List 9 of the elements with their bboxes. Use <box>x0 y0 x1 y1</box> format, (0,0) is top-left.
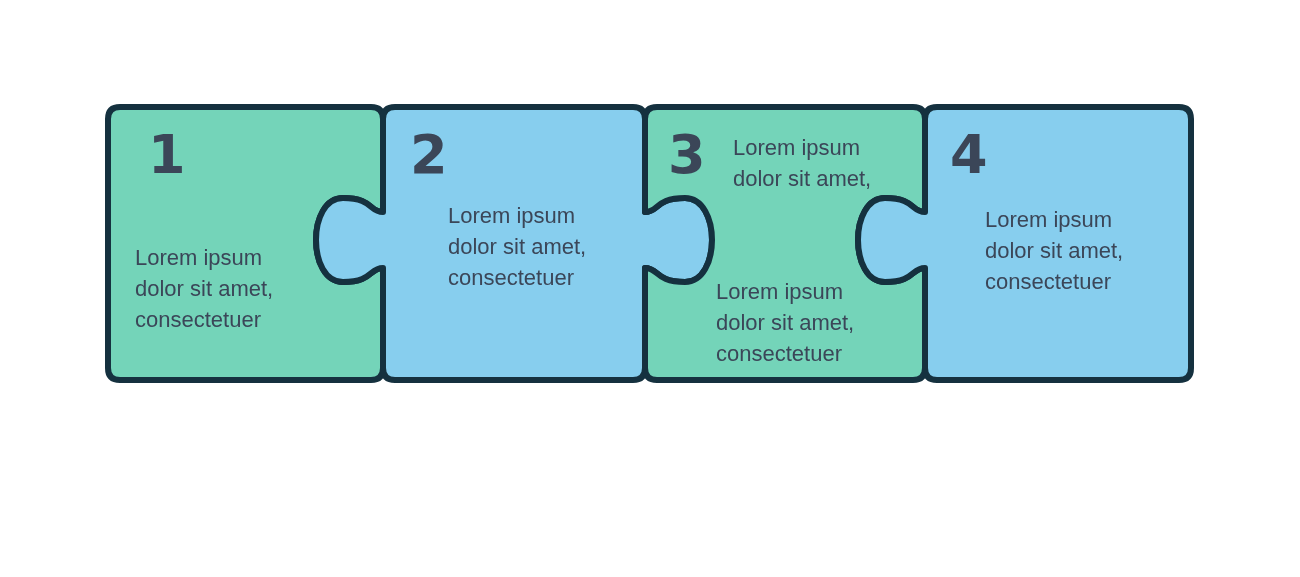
body-text: Lorem ipsum dolor sit amet, <box>733 134 873 193</box>
body-text: Lorem ipsum dolor sit amet, consectetuer <box>716 278 856 368</box>
body-text: Lorem ipsum dolor sit amet, consectetuer <box>448 202 588 292</box>
body-text: Lorem ipsum dolor sit amet, consectetuer <box>135 244 275 334</box>
step-number: 2 <box>410 128 448 182</box>
body-text: Lorem ipsum dolor sit amet, consectetuer <box>985 206 1125 296</box>
step-number: 1 <box>148 128 186 182</box>
step-number: 3 <box>668 128 706 182</box>
step-number: 4 <box>950 128 988 182</box>
